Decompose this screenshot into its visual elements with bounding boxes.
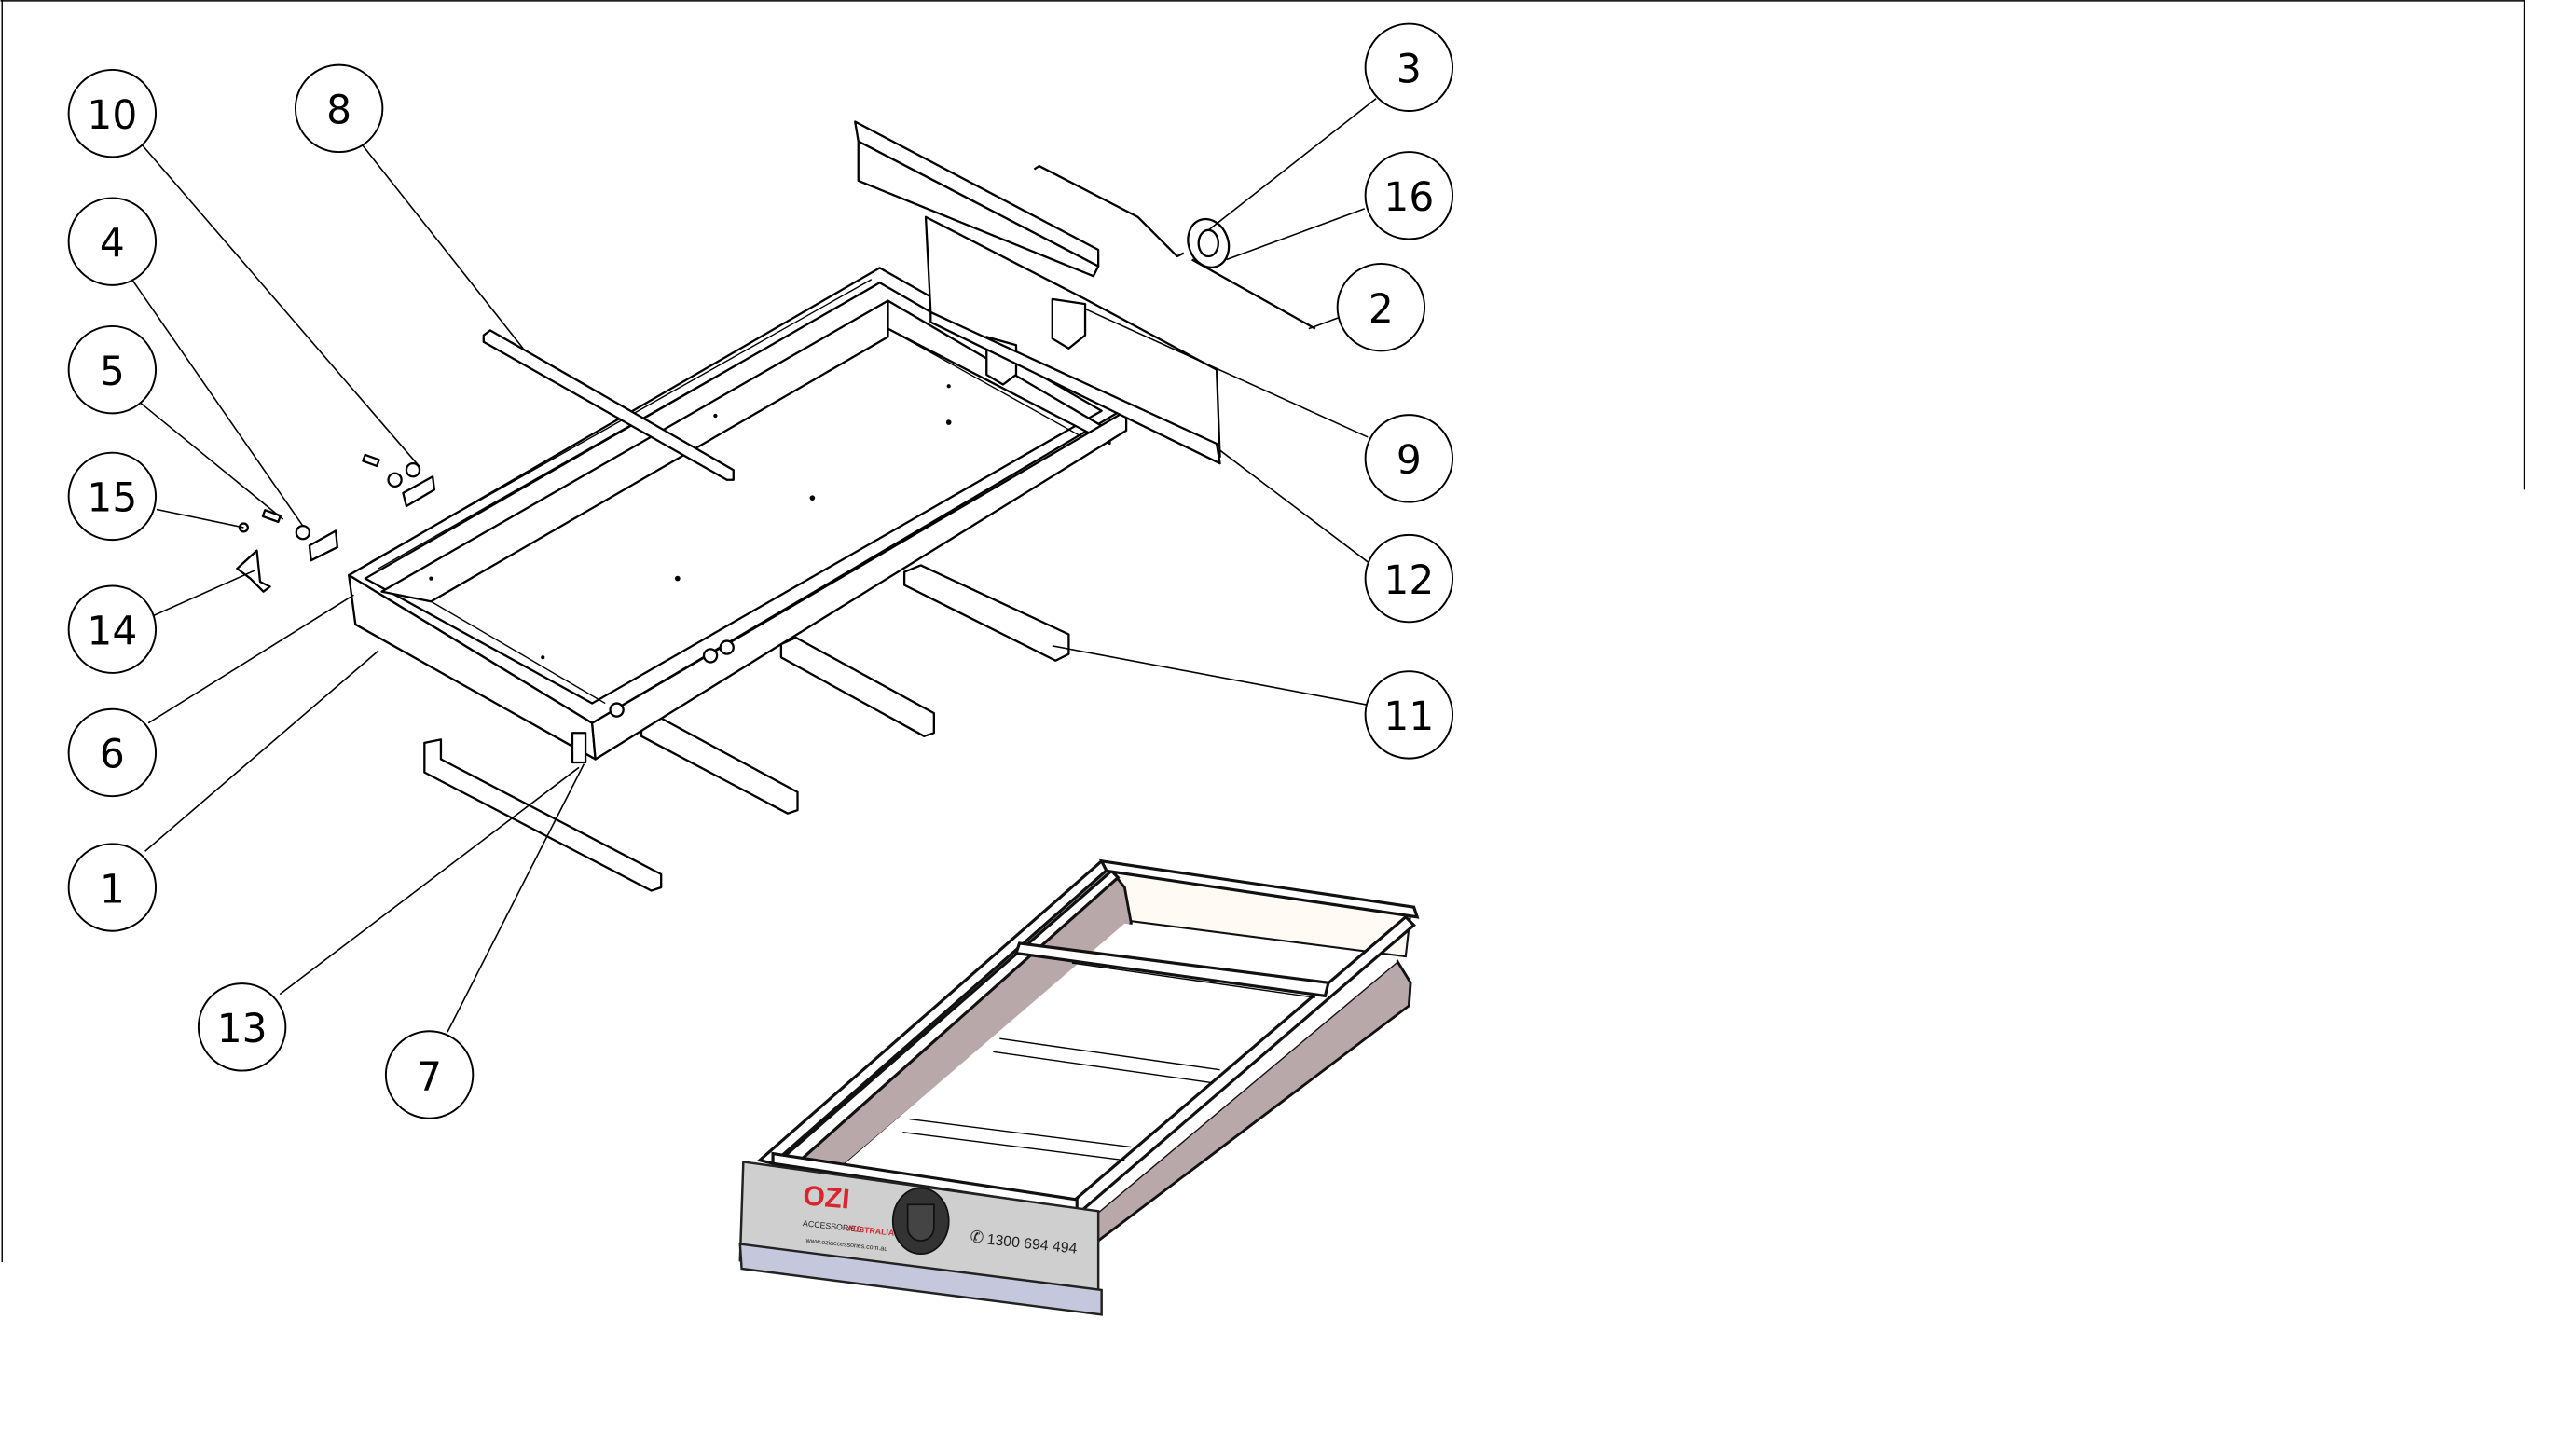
part-lock-assembly [1033,164,1316,330]
svg-text:2: 2 [1369,286,1394,332]
svg-text:16: 16 [1383,174,1434,220]
svg-text:1: 1 [100,866,125,912]
svg-text:9: 9 [1397,437,1422,483]
balloon-7: 7 [384,1030,475,1119]
svg-text:7: 7 [417,1053,442,1099]
phone-icon: ✆ [970,1229,984,1247]
part-cross-bar [482,329,735,481]
svg-text:12: 12 [1383,557,1434,603]
svg-text:8: 8 [326,88,351,133]
balloon-10: 10 [67,68,158,158]
svg-text:5: 5 [100,349,125,394]
balloon-4: 4 [67,197,158,286]
svg-text:6: 6 [100,732,125,777]
part-back-panel [854,120,1221,465]
svg-text:13: 13 [217,1006,268,1051]
sheet-border [0,0,2525,1262]
part-support-bars [423,564,1070,892]
brand-logo: OZI [802,1180,851,1215]
balloon-15: 15 [67,451,158,542]
exploded-view [236,120,1316,892]
svg-text:10: 10 [87,92,137,138]
assembled-drawer-render: OZI ACCESSORIES AUSTRALIA www.oziaccesso… [738,858,1420,1316]
svg-text:11: 11 [1383,694,1434,739]
balloon-6: 6 [67,707,158,798]
balloon-2: 2 [1336,262,1426,352]
balloon-13: 13 [197,982,287,1072]
svg-text:3: 3 [1397,47,1422,92]
balloon-9: 9 [1364,414,1454,503]
svg-text:15: 15 [87,475,137,521]
balloon-16: 16 [1364,151,1454,240]
balloon-11: 11 [1364,670,1454,760]
balloon-14: 14 [67,584,158,674]
svg-text:14: 14 [87,608,137,653]
balloon-8: 8 [294,63,384,154]
balloon-1: 1 [67,843,158,932]
part-tray-frame [348,267,1128,764]
svg-text:4: 4 [100,220,125,266]
leader-lines [131,98,1377,1033]
balloon-3: 3 [1364,22,1454,112]
balloon-12: 12 [1364,533,1454,624]
balloon-5: 5 [67,324,158,415]
